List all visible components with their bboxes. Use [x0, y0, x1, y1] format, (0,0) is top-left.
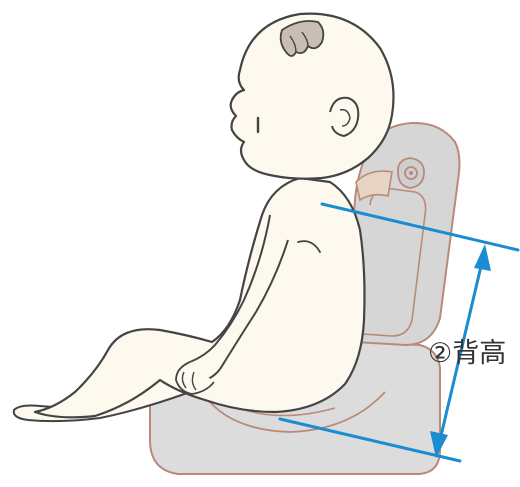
back-height-label: ②背高	[428, 338, 506, 370]
dimension-arrow-top-icon	[474, 244, 491, 271]
baby-ear	[330, 98, 358, 136]
baby-figure-icon	[14, 14, 394, 422]
head-support-knob-icon	[398, 158, 424, 188]
